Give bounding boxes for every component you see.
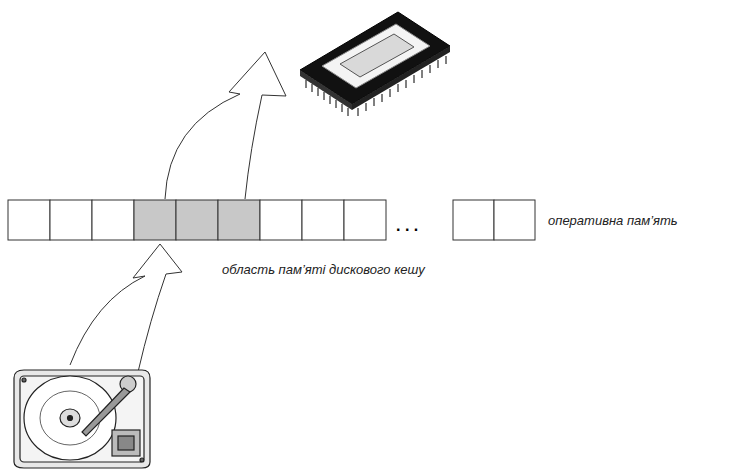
memory-label: оперативна пам’ять xyxy=(548,213,678,229)
hollow-arrow xyxy=(165,52,286,199)
cache-label: область пам’яті дискового кешу xyxy=(222,262,425,278)
hollow-arrow xyxy=(70,244,182,372)
ellipsis: . . . xyxy=(396,216,418,235)
memory-row xyxy=(8,200,535,240)
hard-disk-icon xyxy=(14,370,150,468)
cpu-icon xyxy=(300,12,450,116)
